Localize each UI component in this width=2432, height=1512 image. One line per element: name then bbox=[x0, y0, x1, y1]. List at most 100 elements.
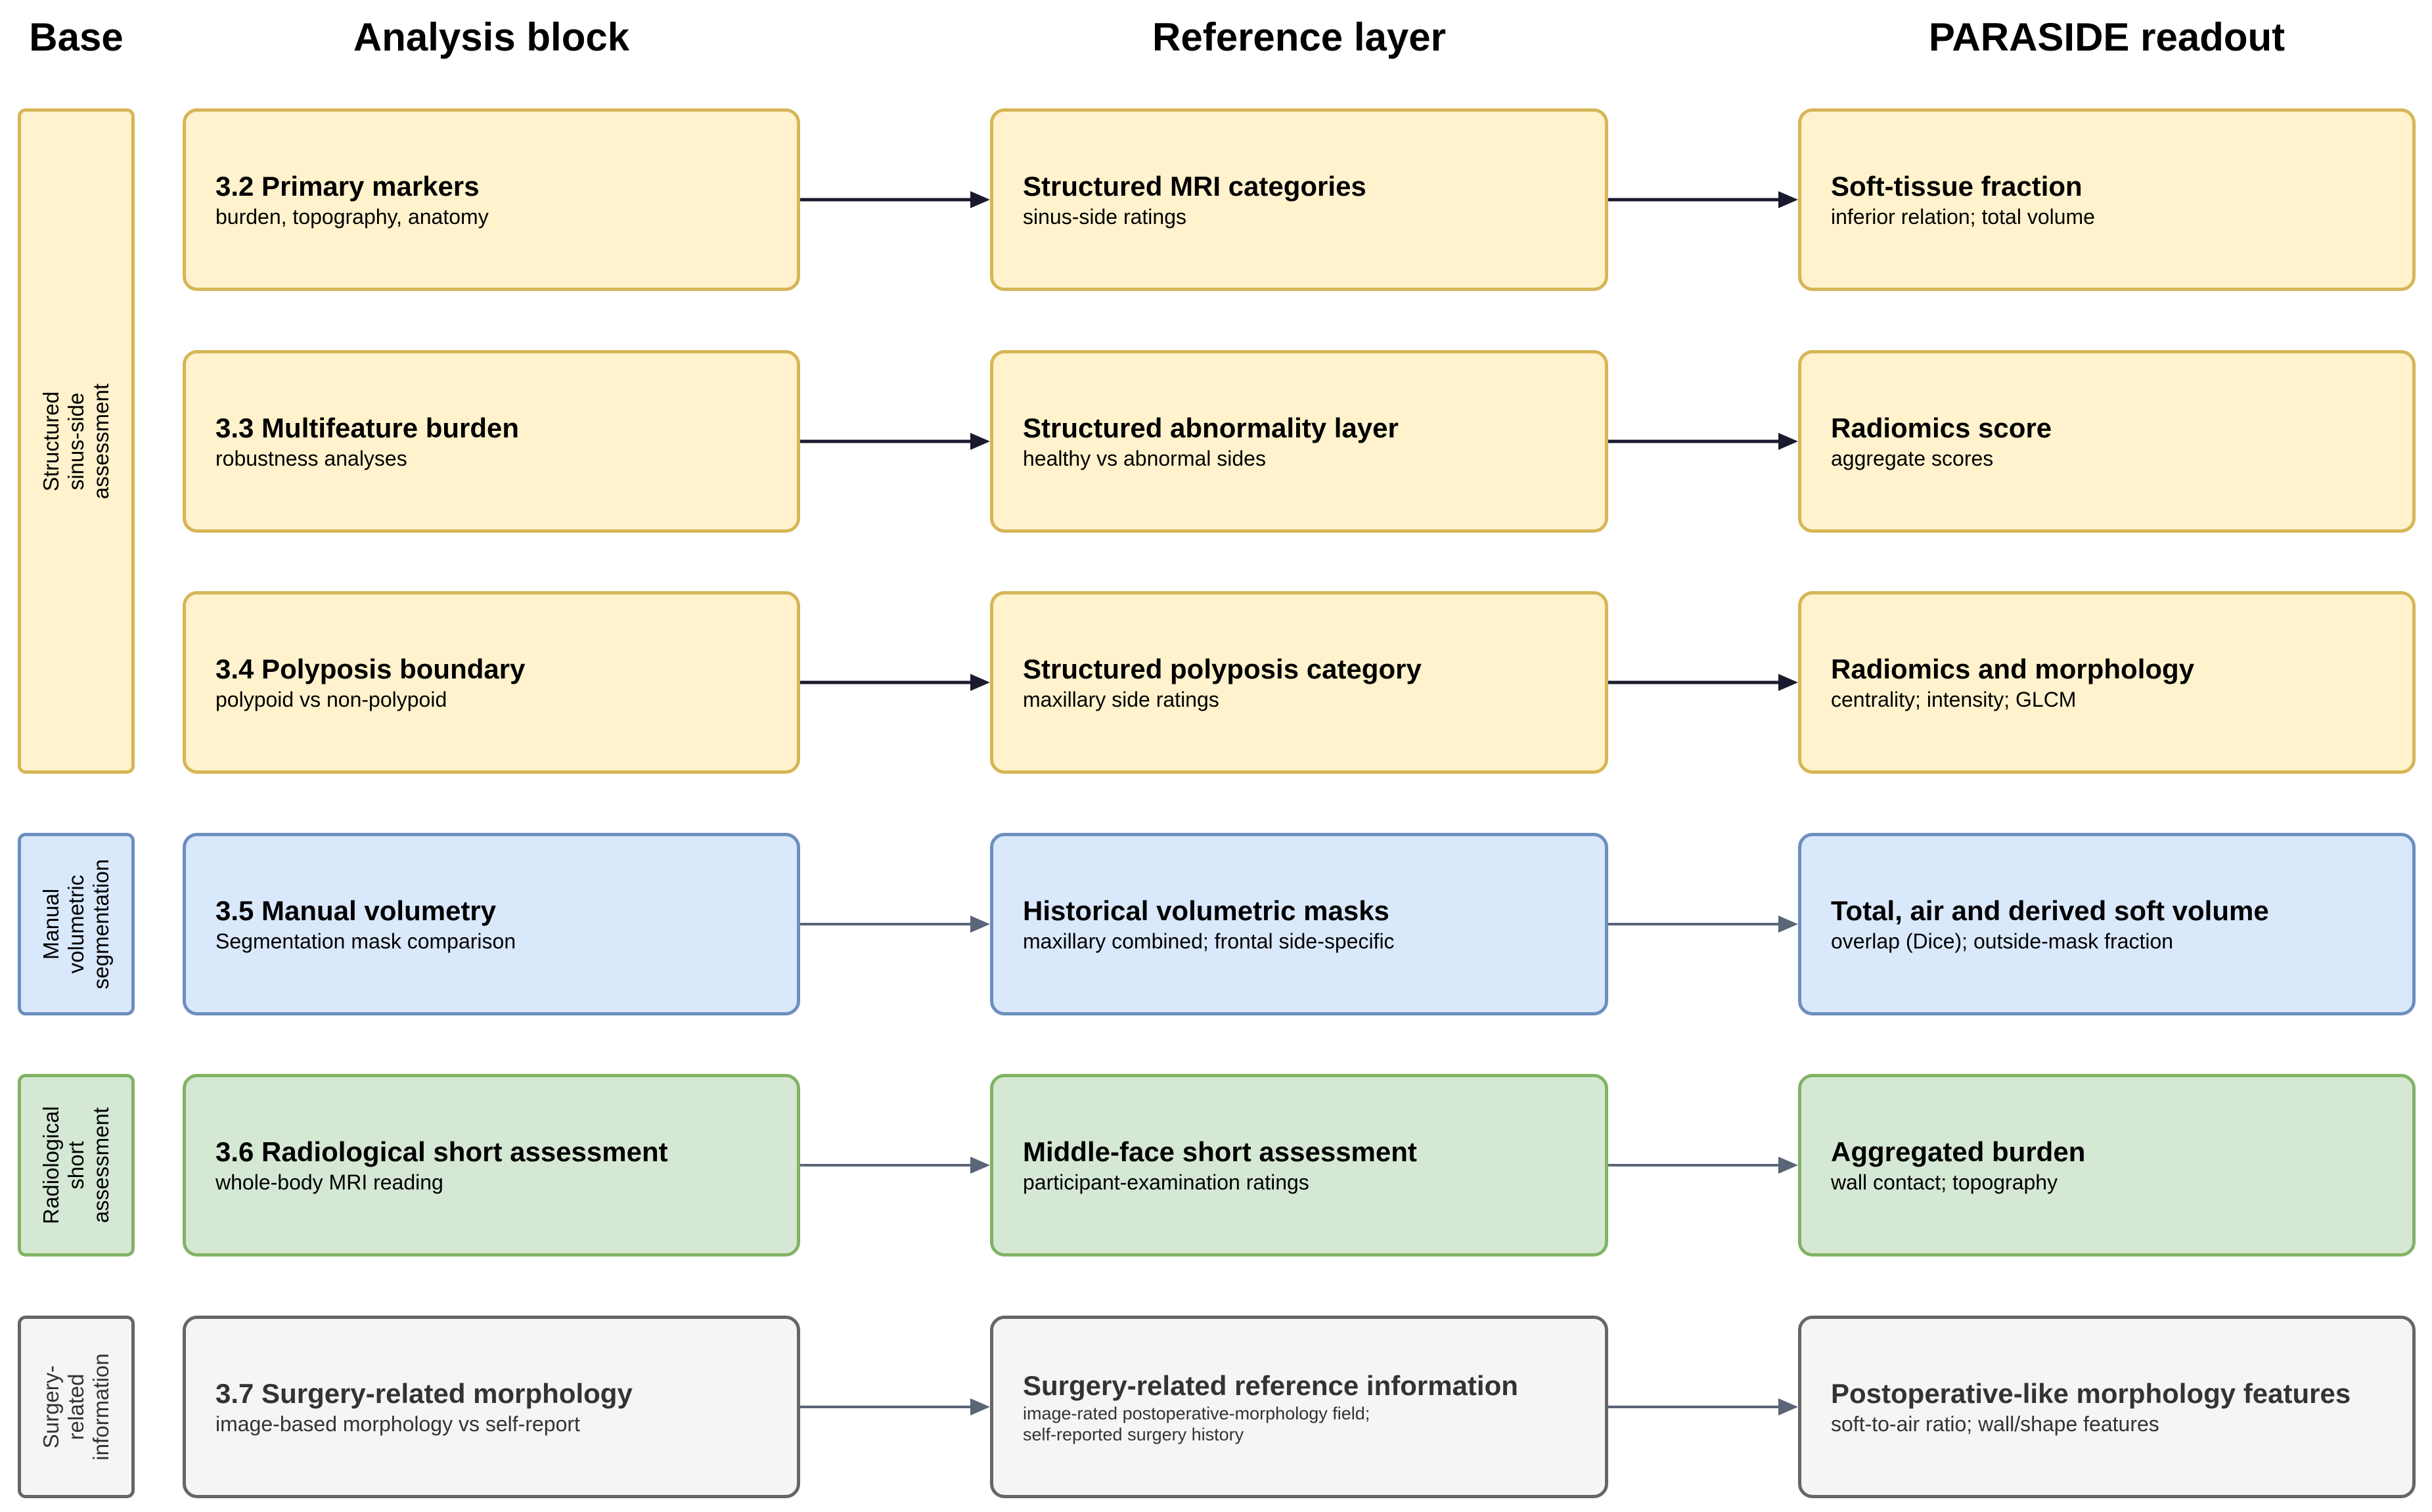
arrow-head bbox=[1778, 916, 1798, 933]
arrow-head bbox=[970, 433, 990, 450]
arrow-row-3-0 bbox=[800, 916, 990, 933]
box-subtitle: maxillary side ratings bbox=[1023, 688, 1219, 711]
box-title: 3.3 Multifeature burden bbox=[215, 412, 520, 443]
box-content: 3.6 Radiological short assessment whole-b… bbox=[215, 1135, 777, 1195]
box-content: 3.2 Primary markers burden, topography, a… bbox=[215, 169, 777, 230]
reference-box: Historical volumetric masks maxillary com… bbox=[990, 833, 1608, 1015]
box-subtitle: whole-body MRI reading bbox=[215, 1170, 443, 1194]
arrow-head bbox=[970, 916, 990, 933]
header-reference-layer: Reference layer bbox=[1152, 15, 1446, 59]
box-title: Total, air and derived soft volume bbox=[1831, 895, 2269, 926]
header-paraside-readout: PARASIDE readout bbox=[1928, 15, 2286, 59]
readout-box: Total, air and derived soft volume overla… bbox=[1798, 833, 2416, 1015]
analysis-box: 3.7 Surgery-related morphology image-base… bbox=[183, 1316, 800, 1498]
box-content: 3.7 Surgery-related morphology image-base… bbox=[215, 1377, 777, 1437]
arrow-head bbox=[1778, 191, 1798, 208]
base-group-label: Manual volumetric segmentation bbox=[39, 858, 113, 990]
analysis-box: 3.6 Radiological short assessment whole-b… bbox=[183, 1074, 800, 1256]
header-analysis-block: Analysis block bbox=[353, 15, 630, 59]
readout-box: Aggregated burden wall contact; topograph… bbox=[1798, 1074, 2416, 1256]
box-subtitle: soft-to-air ratio; wall/shape features bbox=[1831, 1412, 2159, 1436]
header-base: Base bbox=[29, 15, 124, 59]
box-title: Soft-tissue fraction bbox=[1831, 171, 2083, 202]
box-title: Historical volumetric masks bbox=[1023, 895, 1389, 926]
base-group-0: Structured sinus-side assessment bbox=[18, 108, 135, 774]
box-title: 3.4 Polyposis boundary bbox=[215, 654, 526, 684]
box-content: Radiomics and morphology centrality; inte… bbox=[1831, 652, 2393, 713]
arrow-head bbox=[1778, 1398, 1798, 1415]
box-subtitle: burden, topography, anatomy bbox=[215, 205, 489, 229]
box-subtitle: inferior relation; total volume bbox=[1831, 205, 2095, 229]
arrow-row-0-0 bbox=[800, 191, 990, 208]
box-subtitle: maxillary combined; frontal side-specifi… bbox=[1023, 929, 1395, 953]
arrow-row-1-0 bbox=[800, 433, 990, 450]
analysis-box: 3.2 Primary markers burden, topography, a… bbox=[183, 108, 800, 291]
reference-box: Structured abnormality layer healthy vs a… bbox=[990, 350, 1608, 533]
base-group-label: Radiological short assessment bbox=[39, 1106, 113, 1224]
arrow-head bbox=[970, 191, 990, 208]
box-content: Aggregated burden wall contact; topograph… bbox=[1831, 1135, 2393, 1195]
box-content: 3.3 Multifeature burden robustness analys… bbox=[215, 411, 777, 472]
arrow-head bbox=[1778, 674, 1798, 691]
box-subtitle: wall contact; topography bbox=[1831, 1170, 2058, 1194]
box-title: 3.7 Surgery-related morphology bbox=[215, 1378, 633, 1409]
base-group-2: Radiological short assessment bbox=[18, 1074, 135, 1256]
box-title: Radiomics score bbox=[1831, 412, 2052, 443]
box-title: Aggregated burden bbox=[1831, 1136, 2086, 1167]
arrow-row-4-0 bbox=[800, 1157, 990, 1174]
box-title: Middle-face short assessment bbox=[1023, 1136, 1417, 1167]
box-subtitle: Segmentation mask comparison bbox=[215, 929, 516, 953]
arrow-row-0-1 bbox=[1608, 191, 1798, 208]
box-subtitle: centrality; intensity; GLCM bbox=[1831, 688, 2077, 711]
box-title: 3.2 Primary markers bbox=[215, 171, 480, 202]
arrow-row-2-1 bbox=[1608, 674, 1798, 691]
box-content: Total, air and derived soft volume overla… bbox=[1831, 894, 2393, 954]
arrow-row-3-1 bbox=[1608, 916, 1798, 933]
box-title: Postoperative-like morphology features bbox=[1831, 1378, 2351, 1409]
readout-box: Radiomics and morphology centrality; inte… bbox=[1798, 591, 2416, 774]
box-content: Structured abnormality layer healthy vs a… bbox=[1023, 411, 1585, 472]
box-subtitle: overlap (Dice); outside-mask fraction bbox=[1831, 929, 2174, 953]
readout-box: Radiomics score aggregate scores bbox=[1798, 350, 2416, 533]
box-subtitle: robustness analyses bbox=[215, 447, 407, 470]
box-content: 3.4 Polyposis boundary polypoid vs non-po… bbox=[215, 652, 777, 713]
box-subtitle: image-rated postoperative-morphology fie… bbox=[1023, 1404, 1370, 1444]
base-group-label: Structured sinus-side assessment bbox=[39, 383, 113, 499]
arrow-row-5-0 bbox=[800, 1398, 990, 1415]
readout-box: Soft-tissue fraction inferior relation; t… bbox=[1798, 108, 2416, 291]
arrow-head bbox=[1778, 433, 1798, 450]
box-title: Radiomics and morphology bbox=[1831, 654, 2195, 684]
arrow-head bbox=[1778, 1157, 1798, 1174]
box-title: Structured abnormality layer bbox=[1023, 412, 1399, 443]
box-subtitle: image-based morphology vs self-report bbox=[215, 1412, 580, 1436]
analysis-box: 3.3 Multifeature burden robustness analys… bbox=[183, 350, 800, 533]
base-group-label: Surgery- related information bbox=[39, 1353, 113, 1461]
box-subtitle: aggregate scores bbox=[1831, 447, 1994, 470]
arrow-head bbox=[970, 674, 990, 691]
base-group-1: Manual volumetric segmentation bbox=[18, 833, 135, 1015]
box-content: Soft-tissue fraction inferior relation; t… bbox=[1831, 169, 2393, 230]
box-content: Historical volumetric masks maxillary com… bbox=[1023, 894, 1585, 954]
box-subtitle: polypoid vs non-polypoid bbox=[215, 688, 447, 711]
arrow-row-1-1 bbox=[1608, 433, 1798, 450]
box-title: 3.6 Radiological short assessment bbox=[215, 1136, 668, 1167]
readout-box: Postoperative-like morphology features so… bbox=[1798, 1316, 2416, 1498]
arrow-row-2-0 bbox=[800, 674, 990, 691]
arrow-row-4-1 bbox=[1608, 1157, 1798, 1174]
box-title: Structured MRI categories bbox=[1023, 171, 1366, 202]
box-title: 3.5 Manual volumetry bbox=[215, 895, 497, 926]
arrow-head bbox=[970, 1157, 990, 1174]
box-subtitle: healthy vs abnormal sides bbox=[1023, 447, 1266, 470]
arrow-head bbox=[970, 1398, 990, 1415]
